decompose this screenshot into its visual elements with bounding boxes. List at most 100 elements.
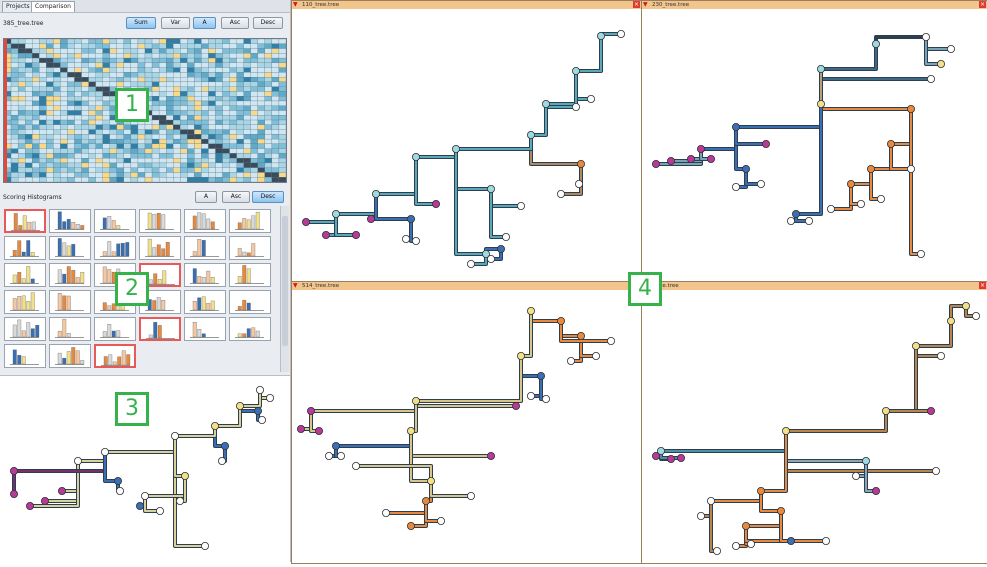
- histogram-bars: [10, 292, 39, 311]
- tree-diagram[interactable]: [642, 9, 987, 281]
- matrix-cell: [208, 162, 216, 168]
- var-button[interactable]: Var: [161, 17, 190, 29]
- matrix-cell: [158, 115, 167, 121]
- matrix-cell: [257, 162, 265, 168]
- matrix-cell: [158, 129, 167, 135]
- matrix-cell: [81, 100, 89, 106]
- histogram-thumbnail[interactable]: [184, 263, 226, 287]
- matrix-cell: [53, 91, 61, 97]
- hist-desc-button[interactable]: Desc: [252, 191, 284, 203]
- histogram-thumbnail[interactable]: [139, 236, 181, 260]
- matrix-cell: [67, 72, 75, 78]
- histogram-thumbnail[interactable]: [94, 236, 136, 260]
- matrix-cell: [194, 119, 202, 125]
- histogram-thumbnail[interactable]: [94, 344, 136, 368]
- close-icon[interactable]: ×: [633, 1, 640, 8]
- histogram-bar: [71, 347, 76, 365]
- histogram-thumbnail[interactable]: [49, 209, 91, 233]
- asc-button[interactable]: Asc: [221, 17, 249, 29]
- matrix-cell: [123, 48, 132, 54]
- tree-node: [526, 392, 535, 401]
- histogram-bars: [190, 296, 219, 311]
- histogram-thumbnail[interactable]: [94, 317, 136, 341]
- histogram-thumbnail[interactable]: [139, 317, 181, 341]
- histogram-thumbnail[interactable]: [49, 236, 91, 260]
- histogram-bar: [102, 217, 107, 230]
- matrix-cell: [229, 77, 237, 83]
- matrix-cell: [158, 77, 167, 83]
- tree-node: [541, 100, 550, 109]
- histogram-thumbnail[interactable]: [229, 263, 271, 287]
- matrix-cell: [67, 177, 75, 182]
- tree-pane-bottom-left[interactable]: 514_tree.tree ▼ ×: [291, 281, 642, 564]
- matrix-cell: [257, 105, 265, 111]
- scroll-thumb[interactable]: [282, 216, 288, 346]
- tree-edge: [429, 481, 471, 498]
- histogram-thumbnail[interactable]: [4, 209, 46, 233]
- matrix-cell: [60, 158, 68, 164]
- histogram-thumbnail[interactable]: [184, 209, 226, 233]
- histogram-bar: [152, 247, 157, 257]
- matrix-cell: [215, 86, 223, 92]
- histogram-scrollbar[interactable]: [280, 206, 289, 372]
- tree-diagram[interactable]: [292, 290, 641, 563]
- histogram-thumbnail[interactable]: [229, 290, 271, 314]
- histogram-thumbnail[interactable]: [49, 290, 91, 314]
- sum-button[interactable]: Sum: [126, 17, 156, 29]
- matrix-cell: [158, 67, 167, 73]
- tab-comparison[interactable]: Comparison: [31, 1, 75, 12]
- tree-node: [816, 65, 825, 74]
- tab-projects[interactable]: Projects: [2, 1, 34, 12]
- tree-pane-bottom-right[interactable]: _tree.tree ▼ ×: [641, 281, 987, 564]
- histogram-bars: [10, 266, 39, 284]
- histogram-thumbnail[interactable]: [4, 290, 46, 314]
- desc-button[interactable]: Desc: [253, 17, 283, 29]
- matrix-cell: [278, 129, 286, 135]
- close-icon[interactable]: ×: [979, 282, 986, 289]
- matrix-cell: [17, 148, 26, 154]
- histogram-thumbnail[interactable]: [4, 317, 46, 341]
- histogram-thumbnail[interactable]: [4, 236, 46, 260]
- tree-node: [511, 402, 520, 411]
- histogram-thumbnail[interactable]: [184, 290, 226, 314]
- hist-asc-button[interactable]: Asc: [222, 191, 250, 203]
- histogram-thumbnail[interactable]: [49, 344, 91, 368]
- tree-diagram[interactable]: [0, 376, 290, 563]
- tree-node: [697, 144, 706, 153]
- tree-diagram[interactable]: [292, 9, 641, 281]
- close-icon[interactable]: ×: [979, 1, 986, 8]
- matrix-cell: [271, 72, 280, 78]
- histogram-bars: [190, 322, 219, 338]
- hist-alpha-button[interactable]: A: [195, 191, 217, 203]
- tree-node: [297, 424, 305, 433]
- histogram-thumbnail[interactable]: [49, 263, 91, 287]
- histogram-thumbnail[interactable]: [229, 236, 271, 260]
- matrix-cell: [271, 86, 280, 92]
- tree-pane-top-right[interactable]: 230_tree.tree ▼ ×: [641, 0, 987, 282]
- matrix-cell: [166, 134, 174, 140]
- histogram-thumbnail[interactable]: [139, 209, 181, 233]
- tree-edge: [831, 184, 853, 211]
- matrix-cell: [215, 172, 223, 178]
- alpha-sort-button[interactable]: A: [193, 17, 216, 29]
- histogram-thumbnail[interactable]: [49, 317, 91, 341]
- matrix-cell: [236, 129, 244, 135]
- histogram-thumbnail[interactable]: [4, 263, 46, 287]
- matrix-cell: [236, 72, 244, 78]
- histogram-thumbnail[interactable]: [229, 317, 271, 341]
- matrix-cell: [123, 138, 132, 144]
- histogram-thumbnail[interactable]: [184, 236, 226, 260]
- matrix-cell: [32, 148, 40, 154]
- matrix-cell: [39, 43, 47, 49]
- histogram-thumbnail[interactable]: [94, 209, 136, 233]
- matrix-cell: [25, 62, 33, 68]
- matrix-cell: [144, 53, 153, 59]
- tree-diagram[interactable]: [642, 290, 987, 563]
- histogram-thumbnail[interactable]: [229, 209, 271, 233]
- histogram-thumbnail[interactable]: [184, 317, 226, 341]
- histogram-bar: [30, 278, 35, 284]
- matrix-cell: [215, 62, 223, 68]
- histogram-thumbnail[interactable]: [4, 344, 46, 368]
- matrix-cell: [25, 77, 33, 83]
- tree-pane-top-left[interactable]: 110_tree.tree ▼ ×: [291, 0, 642, 282]
